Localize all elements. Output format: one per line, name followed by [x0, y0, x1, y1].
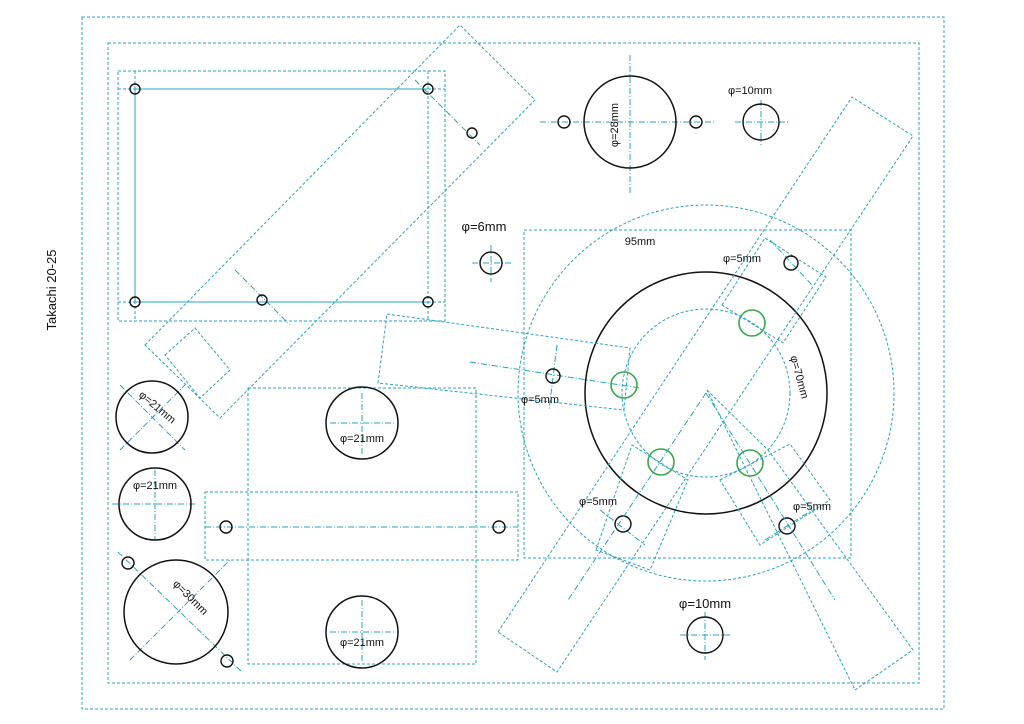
speaker-mount-hole — [738, 309, 766, 337]
label-d5-mid: φ=5mm — [521, 394, 559, 406]
label-d5-low-left: φ=5mm — [579, 496, 617, 508]
pcb-mount-hole — [422, 83, 434, 95]
top-small-hole — [689, 115, 703, 129]
pcb-mount-hole — [129, 296, 141, 308]
strip-lower-right — [706, 389, 914, 691]
bar-hole — [492, 520, 506, 534]
bracket-tab — [164, 327, 231, 399]
pcb-inner-outline — [134, 88, 429, 303]
guide-circle-outer — [517, 204, 895, 582]
pcb-mount-hole — [422, 296, 434, 308]
diagonal-bracket — [144, 24, 536, 419]
pcb-outline — [117, 70, 446, 322]
label-d70: φ=70mm — [787, 354, 810, 400]
label-d21-left: φ=21mm — [133, 480, 177, 492]
strip-top-right — [497, 96, 914, 673]
label-d21-mid: φ=21mm — [340, 433, 384, 445]
small-corner-hole — [121, 556, 135, 570]
label-d28: φ=28mm — [609, 103, 621, 147]
speaker-mount-hole — [647, 448, 675, 476]
bracket-hole — [466, 127, 478, 139]
label-d10-bottom: φ=10mm — [679, 596, 731, 611]
strip-hole — [778, 517, 796, 535]
label-d21-bottom: φ=21mm — [340, 637, 384, 649]
strip-middle — [377, 313, 631, 411]
hole-6mm — [479, 251, 503, 275]
speaker-mount-hole — [610, 371, 638, 399]
hole-21mm-left — [118, 467, 192, 541]
lower-box — [247, 387, 477, 665]
strip-lower-left — [595, 444, 689, 571]
hole-28mm — [583, 75, 677, 169]
speaker-mount-hole — [736, 449, 764, 477]
hole-10mm-bottom — [686, 616, 724, 654]
side-title: Takachi 20-25 — [44, 250, 59, 331]
lower-bar — [204, 491, 519, 561]
label-95mm: 95mm — [625, 236, 656, 248]
label-d30: φ=30mm — [170, 578, 210, 618]
pcb-mount-hole — [129, 83, 141, 95]
strip-hole — [545, 368, 561, 384]
label-d5-top: φ=5mm — [723, 253, 761, 265]
hole-30mm — [123, 559, 229, 665]
bracket-hole — [256, 294, 268, 306]
square-95mm — [523, 229, 852, 559]
outer-frame — [81, 16, 945, 710]
hole-21mm-mid — [325, 386, 399, 460]
strip-hole — [614, 515, 632, 533]
top-small-hole — [557, 115, 571, 129]
hole-21mm-rotated — [115, 380, 189, 454]
label-d10-top: φ=10mm — [728, 85, 772, 97]
hole-70mm — [584, 271, 828, 515]
strip-hole — [783, 255, 799, 271]
label-d6: φ=6mm — [462, 219, 507, 234]
inner-frame — [107, 42, 920, 684]
label-d5-low-right: φ=5mm — [793, 501, 831, 513]
hole-10mm-top — [742, 103, 780, 141]
bar-hole — [219, 520, 233, 534]
guide-circle-inner — [621, 308, 791, 478]
small-corner-hole — [220, 654, 234, 668]
strip-top-right-tab — [721, 237, 827, 344]
label-d21-rotated: φ=21mm — [136, 389, 178, 427]
hole-21mm-bottom — [325, 595, 399, 669]
strip-lower-right-tab — [719, 443, 831, 546]
